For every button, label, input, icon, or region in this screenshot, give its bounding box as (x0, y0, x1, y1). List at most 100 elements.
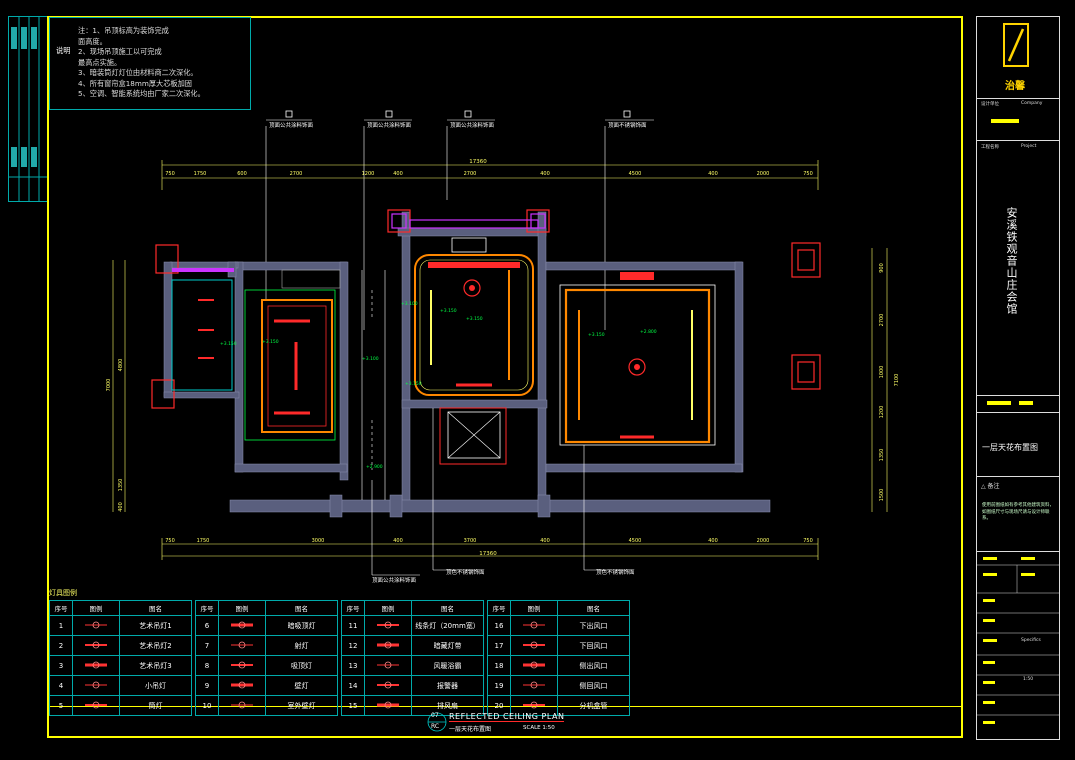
legend-name: 室外壁灯 (265, 695, 338, 716)
right-dimension-labels: 900 2700 1000 1200 1350 1500 7100 (879, 263, 900, 501)
legend-symbol-icon (218, 635, 266, 656)
note-line: 3、暗装筒灯灯位由材料商二次深化。 (78, 68, 198, 77)
svg-text:4500: 4500 (629, 538, 642, 544)
legend-number: 8 (195, 655, 219, 676)
project-label: 工程名称 (981, 145, 999, 150)
svg-text:2700: 2700 (879, 314, 885, 327)
legend-header: 图名 (119, 600, 192, 616)
svg-text:+3.150: +3.150 (405, 381, 422, 387)
elevation-marks: +3.150 +3.100 +3.150 +3.150 +3.100 +3.15… (220, 301, 657, 470)
drawing-frame (47, 16, 963, 738)
legend-name: 风暖浴霸 (411, 655, 484, 676)
legend-number: 1 (49, 615, 73, 636)
legend-name: 报警器 (411, 675, 484, 696)
legend-header: 图例 (364, 600, 412, 616)
corner-piers (151, 209, 821, 409)
legend-header: 序号 (49, 600, 73, 616)
legend-row: 4 小吊灯 (49, 675, 192, 696)
notes-body: 注：1、吊顶标高为装饰完成 面高度。 2、现场吊顶施工以可完成 最高点实施。 3… (78, 26, 205, 100)
legend-number: 13 (341, 655, 365, 676)
svg-text:400: 400 (708, 171, 718, 177)
legend-header: 图名 (265, 600, 338, 616)
svg-text:2700: 2700 (290, 171, 303, 177)
legend-number: 7 (195, 635, 219, 656)
svg-text:2000: 2000 (757, 538, 770, 544)
legend-number: 6 (195, 615, 219, 636)
legend-name: 线条灯（20mm宽） (411, 615, 484, 636)
legend-name: 小吊灯 (119, 675, 192, 696)
callout-bottom-2: 顶色不锈钢饰面 (432, 408, 485, 576)
remarks-label: △ 备注 (981, 483, 1000, 490)
ceiling-plan-drawing[interactable]: 顶面公共涂料饰面 顶面公共涂料饰面 顶面公共涂料饰面 顶面不锈钢饰面 17360… (0, 0, 960, 590)
legend-symbol-icon (510, 655, 558, 676)
notes-label: 说明 (56, 46, 71, 55)
room-right (559, 272, 716, 446)
legend-row: 12 暗藏灯带 (341, 635, 484, 656)
legend-name: 筒灯 (119, 695, 192, 716)
svg-text:1350: 1350 (118, 479, 124, 492)
legend-symbol-icon (72, 675, 120, 696)
legend-header: 图例 (218, 600, 266, 616)
svg-text:750: 750 (165, 171, 175, 177)
legend-name: 吸顶灯 (265, 655, 338, 676)
svg-text:+3.150: +3.150 (220, 341, 237, 347)
legend-symbol-icon (218, 695, 266, 716)
svg-text:1750: 1750 (194, 171, 207, 177)
specifics-label: Specifics (1021, 638, 1041, 643)
legend-name: 侧回风口 (557, 675, 630, 696)
legend-name: 艺术吊灯1 (119, 615, 192, 636)
note-line: 最高点实施。 (78, 57, 122, 67)
legend-name: 排风扇 (411, 695, 484, 716)
svg-text:+2.800: +2.800 (640, 329, 657, 335)
svg-text:7000: 7000 (106, 379, 112, 392)
svg-text:1500: 1500 (879, 489, 885, 502)
logo (1003, 23, 1029, 67)
note-line: 2、现场吊顶施工以可完成 (78, 47, 162, 56)
legend-symbol-icon (72, 695, 120, 716)
callout-text: 顶面公共涂料饰面 (450, 121, 495, 129)
legend-name: 艺术吊灯3 (119, 655, 192, 676)
svg-text:900: 900 (879, 263, 885, 273)
legend-number: 5 (49, 695, 73, 716)
callout-bottom-3: 顶色不锈钢饰面 (583, 445, 635, 576)
legend-number: 10 (195, 695, 219, 716)
legend-name: 射灯 (265, 635, 338, 656)
legend-name: 暗藏灯带 (411, 635, 484, 656)
title-scale: 1:50 (1023, 677, 1034, 682)
legend-symbol-icon (510, 615, 558, 636)
legend-header: 图名 (557, 600, 630, 616)
legend-name: 下出风口 (557, 615, 630, 636)
legend-symbol-icon (510, 675, 558, 696)
svg-text:2000: 2000 (757, 171, 770, 177)
drawing-scale: SCALE 1:50 (523, 725, 555, 731)
legend-number: 11 (341, 615, 365, 636)
legend-number: 12 (341, 635, 365, 656)
legend-number: 2 (49, 635, 73, 656)
legend-symbol-icon (510, 695, 558, 716)
corridor (361, 270, 386, 500)
callout-text: 顶面公共涂料饰面 (367, 121, 412, 129)
callout-top-4: 顶面不锈钢饰面 (604, 110, 654, 330)
room-left-wing (171, 268, 234, 391)
svg-text:4500: 4500 (629, 171, 642, 177)
notes-box: 说明 注：1、吊顶标高为装饰完成 面高度。 2、现场吊顶施工以可完成 最高点实施… (49, 17, 251, 110)
legend-number: 19 (487, 675, 511, 696)
svg-text:3000: 3000 (312, 538, 325, 544)
legend-number: 4 (49, 675, 73, 696)
top-dimension-labels: 750 1750 600 2700 1200 400 2700 400 4500… (165, 171, 813, 177)
legend-symbol-icon (72, 655, 120, 676)
legend-number: 17 (487, 635, 511, 656)
svg-text:+3.150: +3.150 (262, 339, 279, 345)
svg-text:750: 750 (803, 538, 813, 544)
drawing-title-cn: 一层天花布置图 (449, 726, 492, 733)
callout-top-2: 顶面公共涂料饰面 (363, 110, 412, 330)
sheet-name: 一层天花布置图 (982, 443, 1038, 452)
svg-text:400: 400 (393, 538, 403, 544)
legend-number: 3 (49, 655, 73, 676)
